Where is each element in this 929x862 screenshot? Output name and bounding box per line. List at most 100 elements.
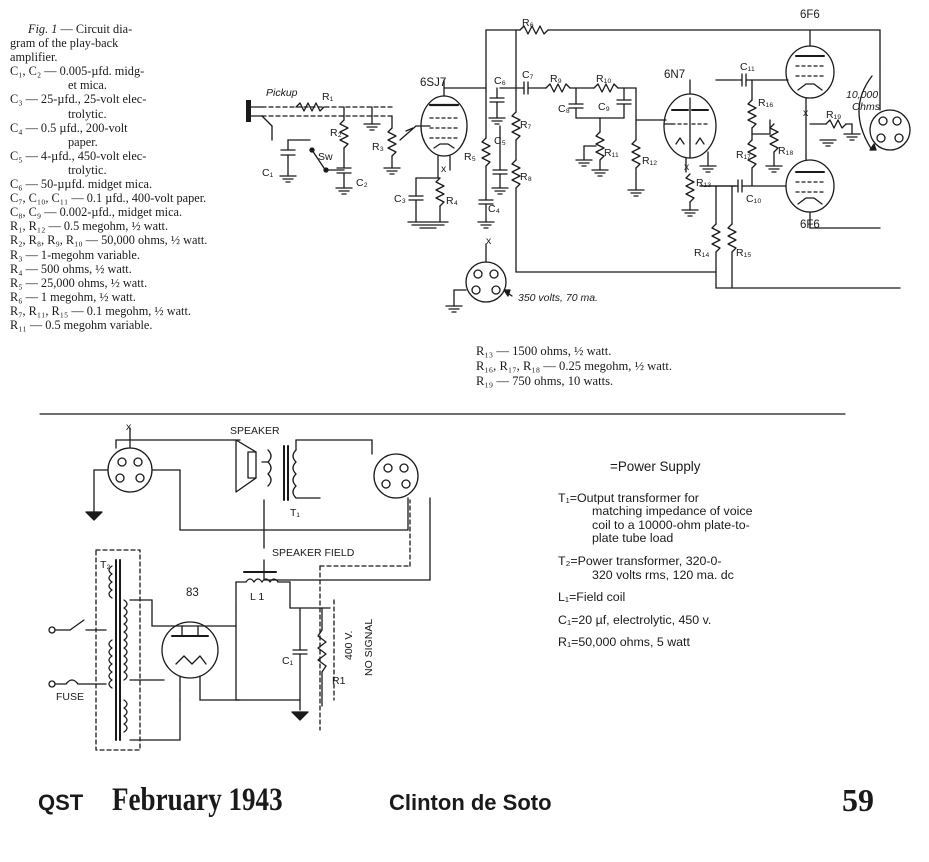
speaker-label: SPEAKER [230, 425, 280, 437]
r10-label: R₁₀ [596, 73, 611, 85]
r14-resistor [711, 223, 721, 253]
r1-label: R₁ [322, 91, 334, 103]
l1-label: L 1 [250, 591, 264, 603]
legend-line: 320 volts rms, 120 ma. dc [592, 567, 734, 582]
r9-label: R₉ [550, 73, 562, 85]
parts-list-item: R₁₁ — 0.5 megohm variable. [10, 317, 153, 332]
parts-list-item: C₈, C₉ — 0.002-µfd., midget mica. [10, 205, 183, 220]
parts-left-entries: C₁, C₂ — 0.005-µfd. midg-et mica.C₃ — 25… [10, 64, 242, 332]
pickup-label: Pickup [266, 87, 298, 99]
output-socket [858, 75, 911, 151]
speaker-field-label: SPEAKER FIELD [272, 547, 355, 559]
amplifier-labels: Pickup Sw 6SJ7 6N7 6F6 6F6 350 volts, 70… [262, 9, 881, 304]
ps-x-label: x [126, 421, 132, 433]
parts-list-item: C₆ — 50-µµfd. midget mica. [10, 177, 153, 192]
r9-resistor [545, 83, 571, 93]
field-coil-l1 [235, 571, 291, 609]
r16-label: R₁₆ [758, 97, 773, 109]
r2-label: R₂ [330, 127, 342, 139]
r12-resistor [631, 139, 641, 169]
r10-resistor [593, 83, 619, 93]
legend-entry: L₁=Field coil [558, 591, 818, 605]
supply-label: 350 volts, 70 ma. [518, 292, 598, 304]
r4-label: R₄ [446, 195, 458, 207]
power-socket [445, 243, 717, 313]
r11-potentiometer [595, 131, 605, 161]
parts-list-item: R₁₉ — 750 ohms, 10 watts. [476, 374, 614, 388]
parts-list-item: C₅ — 4-µfd., 450-volt elec- [10, 148, 147, 163]
parts-list-item: C₃ — 25-µfd., 25-volt elec- [10, 92, 147, 107]
r6-label: R₆ [522, 17, 534, 29]
parts-list-item: R₁, R₁₂ — 0.5 megohm, ½ watt. [10, 219, 169, 234]
parts-list-item: R₃ — 1-megohm variable. [10, 247, 140, 262]
legend-entry: T₂=Power transformer, 320-0-320 volts rm… [558, 553, 818, 582]
figure-caption-text: — Circuit dia- [57, 22, 133, 36]
r17-resistor [747, 139, 757, 169]
legend-line: plate tube load [592, 531, 674, 546]
svg-text:x: x [803, 107, 809, 119]
speaker [235, 439, 373, 501]
r13-label: R₁₃ [696, 177, 711, 189]
legend-entry: R₁=50,000 ohms, 5 watt [558, 636, 818, 650]
r8-resistor [511, 159, 521, 189]
tube-83 [161, 621, 237, 701]
amplifier-parts-list-right: R₁₃ — 1500 ohms, ½ watt.R₁₆, R₁₇, R₁₈ — … [476, 344, 672, 389]
c3-label: C₃ [394, 193, 406, 205]
c6-label: C₆ [494, 75, 506, 87]
r18-label: R₁₈ [778, 145, 793, 157]
r3-label: R₃ [372, 141, 384, 153]
tube-6sj7 [415, 79, 468, 179]
r14-label: R₁₄ [694, 247, 709, 259]
power-transformer-t2 [95, 549, 241, 751]
legend-line: R₁=50,000 ohms, 5 watt [558, 635, 690, 650]
legend-entry: C₁=20 µf, electrolytic, 450 v. [558, 612, 818, 628]
amplifier-schematic: x [246, 9, 911, 313]
c1-label: C₁ [262, 167, 274, 179]
power-supply-title: =Power Supply [610, 459, 701, 474]
t2-label: T₂ [100, 559, 111, 571]
ps-r1-resistor [317, 629, 327, 673]
parts-list-item: C₇, C₁₀, C₁₁ — 0.1 µfd., 400-volt paper. [10, 191, 207, 206]
legend-line: C₁=20 µf, electrolytic, 450 v. [558, 612, 712, 627]
parts-list-item: trolytic. [68, 162, 107, 177]
parts-list-item: R₆ — 1 megohm, ½ watt. [10, 289, 136, 304]
figure-caption-line: amplifier. [10, 50, 58, 65]
power-supply-schematic: x [48, 421, 431, 751]
r19-label: R₁₉ [826, 109, 841, 121]
c4-label: C₄ [488, 203, 500, 215]
tube-6sj7-label: 6SJ7 [420, 77, 446, 89]
amplifier-parts-list: Fig. 1 — Circuit dia- gram of the play-b… [10, 22, 242, 332]
legend-line: coil to a 10000-ohm plate-to- [592, 517, 750, 532]
r11-label: R₁₁ [604, 147, 619, 159]
no-signal-label: NO SIGNAL [363, 619, 375, 676]
figure-caption-line: gram of the play-back [10, 36, 119, 51]
t1-label: T₁ [290, 507, 300, 519]
magazine-name: QST [38, 790, 84, 815]
svg-text:x: x [684, 161, 690, 173]
r5-label: R₅ [464, 151, 476, 163]
c10-label: C₁₀ [746, 193, 761, 205]
pickup-input [246, 100, 393, 141]
r4-resistor [435, 177, 445, 207]
ohms-unit-label: Ohms [852, 101, 881, 113]
ground-symbols-input [279, 106, 381, 195]
tube-83-label: 83 [186, 587, 199, 599]
r13-resistor [685, 173, 695, 203]
c7-label: C₇ [522, 69, 534, 81]
parts-list-item: et mica. [68, 78, 107, 93]
legend-line: T₂=Power transformer, 320-0- [558, 553, 722, 568]
parts-list-item: R₄ — 500 ohms, ½ watt. [10, 261, 132, 276]
c9-label: C₉ [598, 101, 610, 113]
legend-line: T₁=Output transformer for [558, 490, 699, 505]
r8-label: R₈ [520, 171, 532, 183]
svg-text:x: x [486, 235, 492, 247]
r3-potentiometer [387, 127, 397, 157]
r6-resistor [519, 25, 549, 35]
figure-number: Fig. 1 [28, 22, 58, 36]
ohms-value-label: 10,000 [846, 89, 878, 101]
svg-text:x: x [441, 163, 447, 175]
left-socket [85, 427, 153, 521]
r18-resistor [769, 123, 779, 153]
